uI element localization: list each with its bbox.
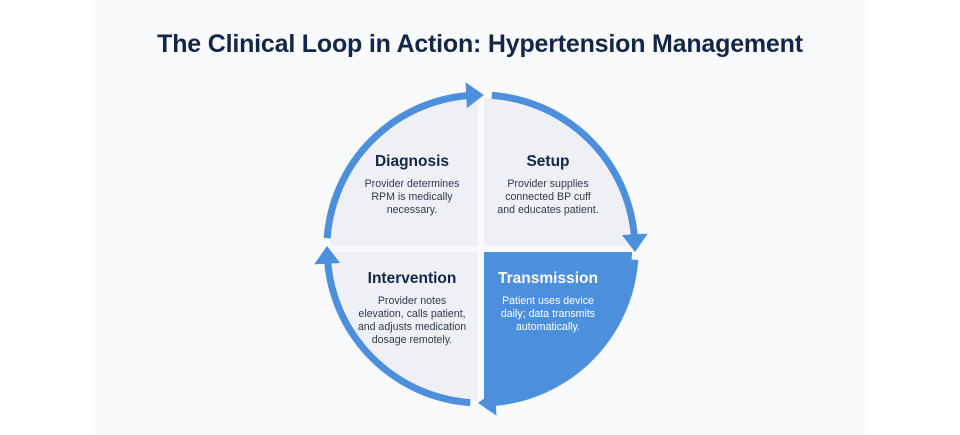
quadrant-description-line: and adjusts medication (358, 321, 466, 333)
quadrant-label-diagnosis: Diagnosis Provider determines RPM is med… (365, 153, 460, 216)
quadrant-description-line: Patient uses device (502, 295, 594, 307)
arrowhead-top-right (465, 82, 484, 109)
quadrant-description-line: Provider determines (365, 178, 460, 190)
cycle-arrow-top-right (323, 92, 468, 239)
quadrant-label-setup: Setup Provider supplies connected BP cuf… (497, 153, 598, 216)
quadrant-description-line: and educates patient. (497, 204, 598, 216)
cycle-arrow-right-down (491, 91, 638, 236)
arrowhead-bottom-left (478, 389, 497, 416)
quadrant-description-line: automatically. (516, 321, 580, 333)
quadrant-description-line: daily; data transmits (501, 308, 595, 320)
quadrant-description-line: dosage remotely. (372, 334, 452, 346)
quadrant-description-line: connected BP cuff (505, 191, 591, 203)
quadrant-heading: Diagnosis (375, 153, 449, 170)
quadrant-heading: Setup (526, 153, 569, 170)
quadrant-label-transmission: Transmission Patient uses device daily; … (498, 270, 598, 333)
cycle-arrow-bottom-left (494, 259, 639, 406)
quadrant-description-line: Provider notes (378, 295, 446, 307)
quadrant-description-line: necessary. (387, 204, 437, 216)
cycle-arrow-left-up (324, 262, 471, 407)
arrowhead-left-up (314, 246, 341, 265)
arrowhead-right-down (621, 233, 648, 252)
slide-card (92, 0, 868, 435)
quadrant-heading: Transmission (498, 270, 598, 287)
quadrant-description-line: elevation, calls patient, (358, 308, 465, 320)
page-title: The Clinical Loop in Action: Hypertensio… (157, 30, 803, 58)
quadrant-description-line: RPM is medically (371, 191, 453, 203)
quadrant-heading: Intervention (368, 270, 457, 287)
quadrant-description-line: Provider supplies (507, 178, 588, 190)
quadrant-label-intervention: Intervention Provider notes elevation, c… (358, 270, 466, 346)
